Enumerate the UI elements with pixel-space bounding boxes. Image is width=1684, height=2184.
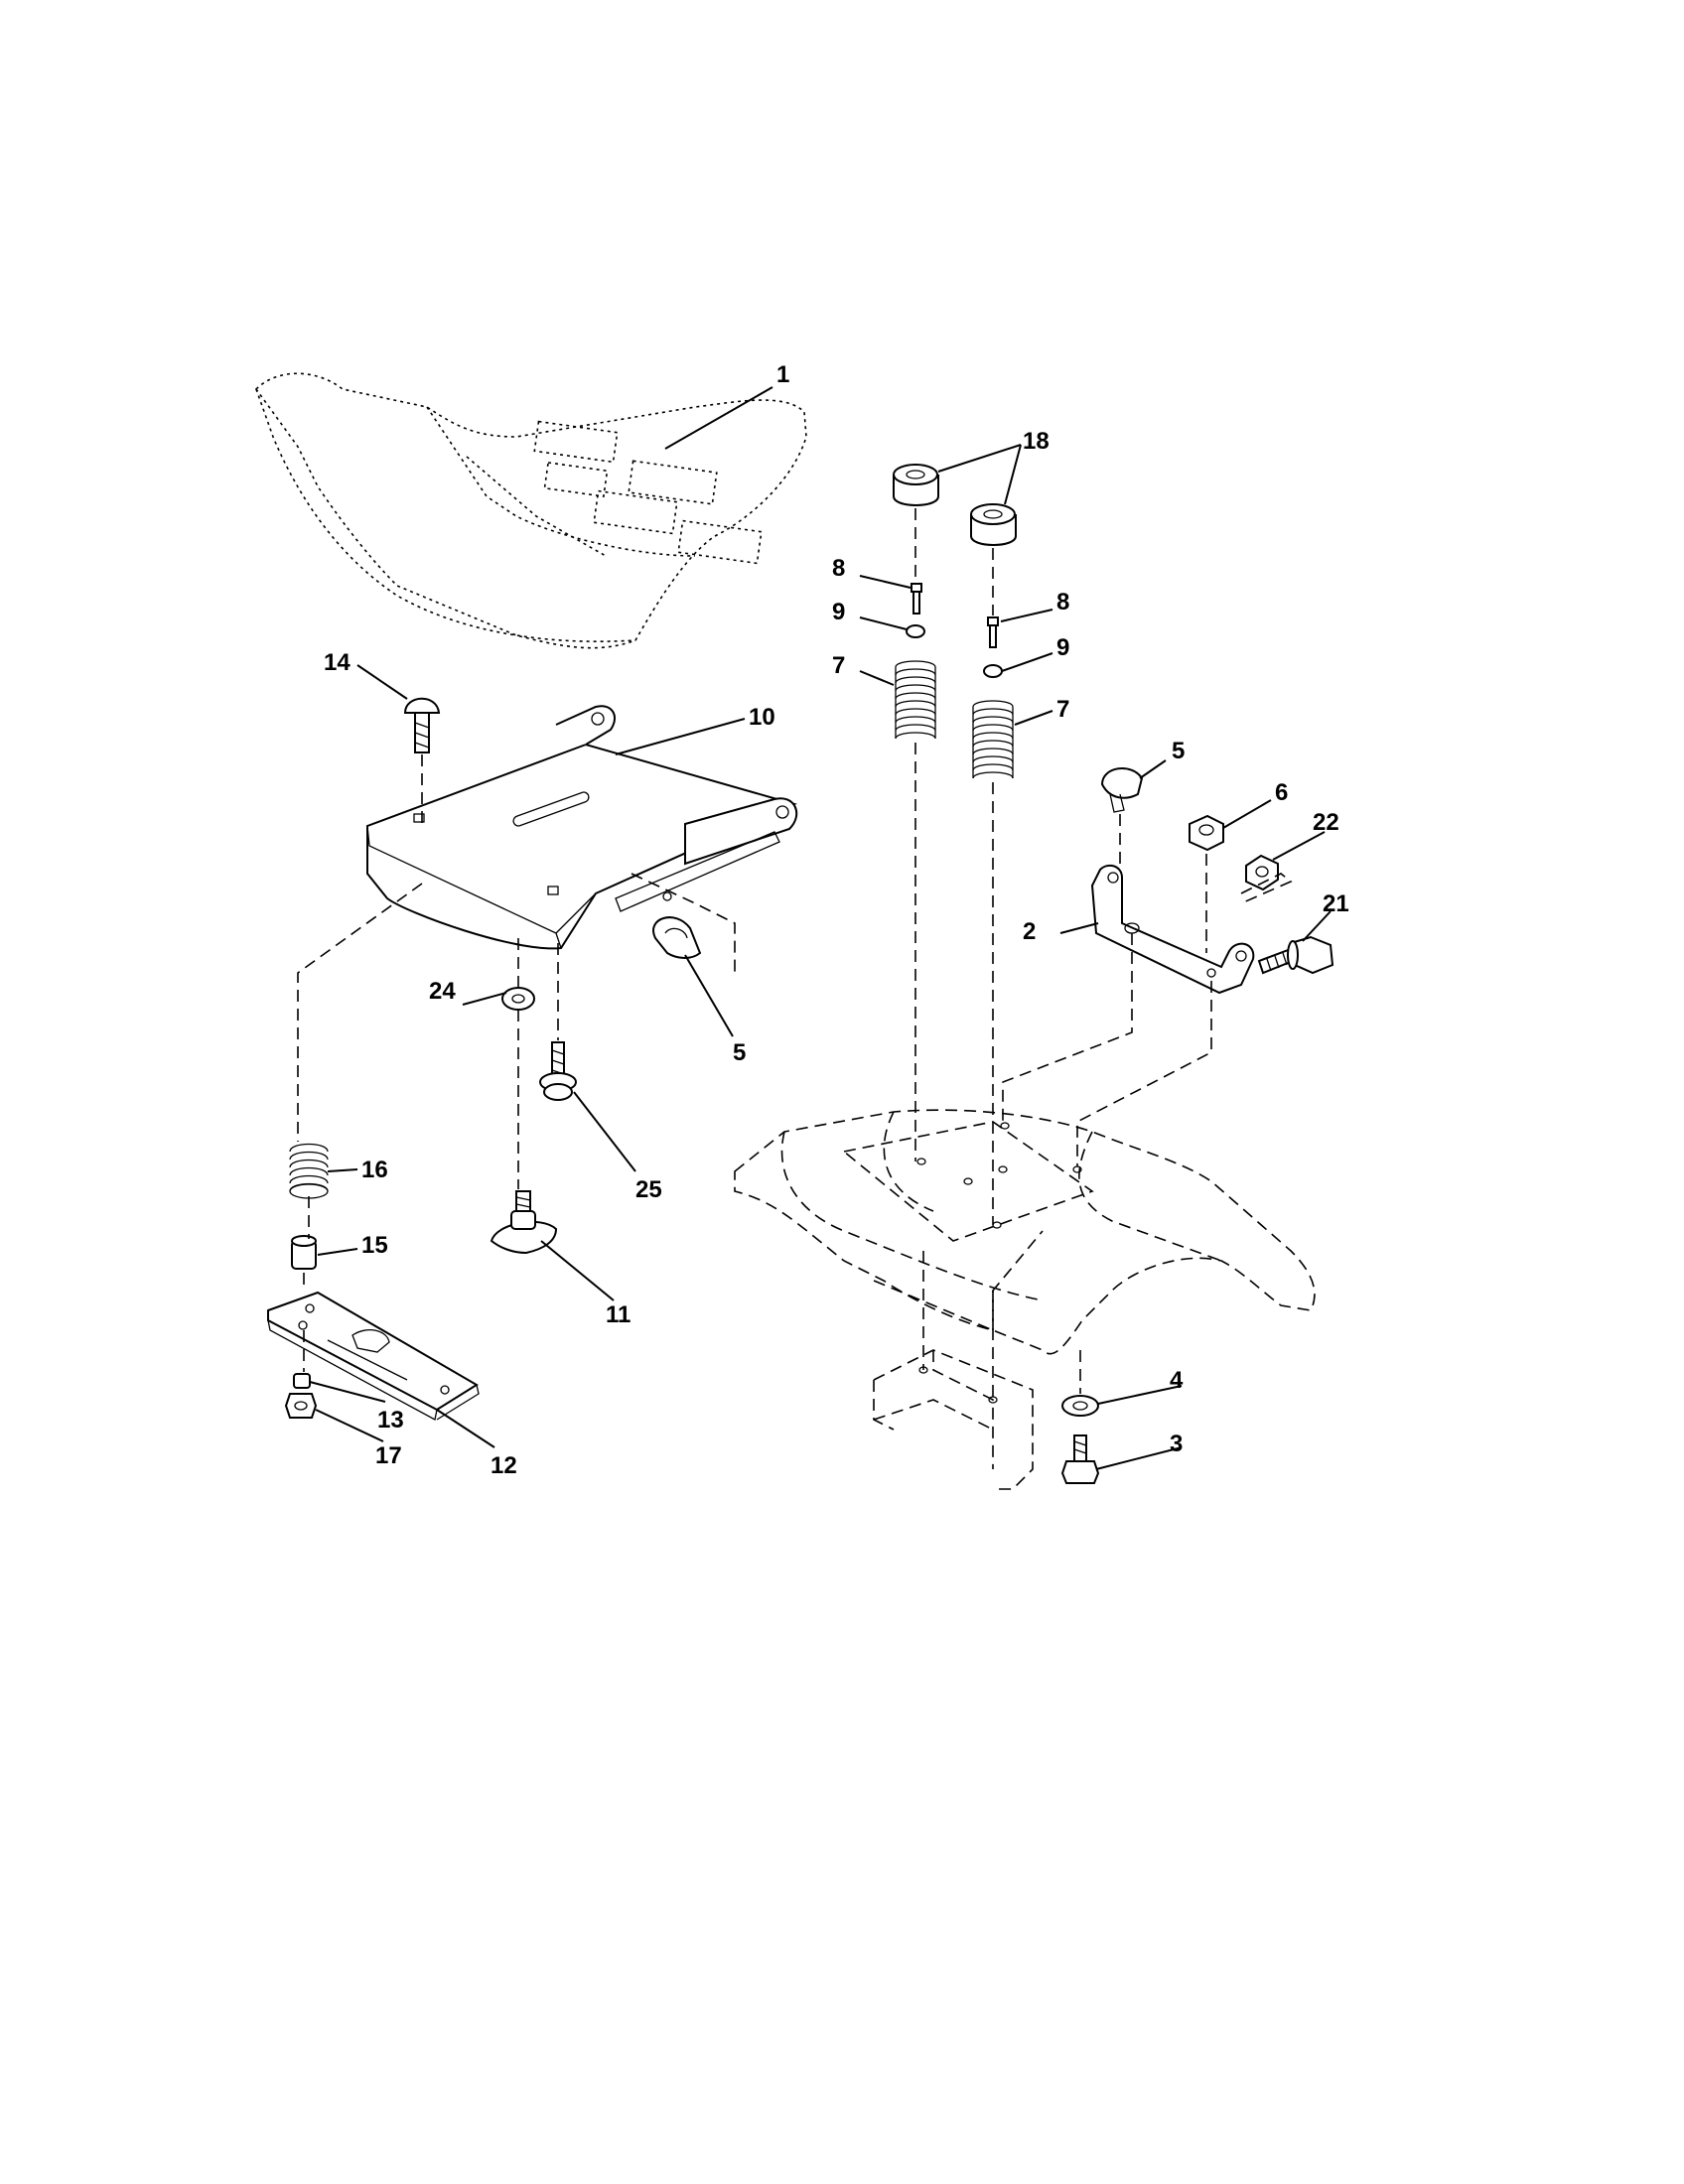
callout-24: 24 bbox=[429, 978, 456, 1005]
bolt-part bbox=[1257, 935, 1334, 975]
carriage-bolt-part bbox=[403, 697, 441, 753]
callout-7: 7 bbox=[832, 652, 845, 679]
alignment-lines bbox=[297, 508, 1293, 1400]
callout-4: 4 bbox=[1170, 1367, 1184, 1394]
seat-part bbox=[254, 372, 807, 649]
bolt-part bbox=[1060, 1434, 1100, 1484]
leader-9a bbox=[859, 616, 908, 630]
callout-16: 16 bbox=[361, 1157, 388, 1183]
washer-part bbox=[1061, 1395, 1099, 1417]
callout-21: 21 bbox=[1323, 890, 1349, 917]
callout-12: 12 bbox=[491, 1452, 517, 1479]
leader-14 bbox=[356, 664, 408, 700]
leader-9b bbox=[1001, 652, 1053, 672]
callout-11: 11 bbox=[606, 1301, 631, 1328]
leader-5b bbox=[1139, 759, 1167, 779]
callout-9: 9 bbox=[832, 599, 845, 625]
bracket-part bbox=[1090, 864, 1255, 995]
washer-part bbox=[983, 664, 1003, 678]
callout-7: 7 bbox=[1056, 696, 1069, 723]
tractor-frame-outline bbox=[734, 1109, 1316, 1355]
leader-8b bbox=[1000, 609, 1053, 622]
leader-10 bbox=[615, 718, 746, 755]
leader-17 bbox=[315, 1409, 384, 1442]
leader-7a bbox=[859, 670, 895, 686]
callout-8: 8 bbox=[1056, 589, 1069, 615]
spring-part bbox=[289, 1143, 329, 1199]
leader-6 bbox=[1222, 799, 1272, 829]
spring-part bbox=[972, 700, 1014, 779]
callout-6: 6 bbox=[1275, 779, 1288, 806]
callout-14: 14 bbox=[324, 649, 351, 676]
leader-24 bbox=[462, 992, 507, 1006]
shoulder-bolt-part bbox=[539, 1041, 577, 1101]
leader-5a bbox=[684, 954, 734, 1037]
callout-15: 15 bbox=[361, 1232, 388, 1259]
washer-part bbox=[906, 624, 925, 638]
callout-labels: 1 18 8 8 9 9 7 7 10 14 5 6 22 21 2 5 24 … bbox=[324, 361, 1349, 1479]
bushing-part bbox=[970, 503, 1017, 546]
callout-25: 25 bbox=[635, 1176, 662, 1203]
leader-2 bbox=[1059, 922, 1099, 934]
adjustment-knob-part bbox=[490, 1190, 558, 1255]
nut-part bbox=[1189, 814, 1224, 852]
leader-21 bbox=[1302, 910, 1332, 942]
leader-25 bbox=[573, 1091, 636, 1172]
bushing-part bbox=[893, 464, 939, 506]
callout-5: 5 bbox=[1172, 738, 1185, 764]
leader-16 bbox=[327, 1168, 358, 1172]
leader-12 bbox=[436, 1409, 495, 1448]
callout-17: 17 bbox=[375, 1442, 402, 1469]
leader-3 bbox=[1095, 1446, 1183, 1470]
slide-plate-part bbox=[267, 1291, 480, 1421]
callout-8: 8 bbox=[832, 555, 845, 582]
spacer-part bbox=[291, 1235, 317, 1270]
callout-10: 10 bbox=[749, 704, 775, 731]
callout-3: 3 bbox=[1170, 1431, 1183, 1457]
screw-part bbox=[911, 583, 922, 614]
callout-9: 9 bbox=[1056, 634, 1069, 661]
leader-1 bbox=[664, 386, 773, 450]
callout-1: 1 bbox=[776, 361, 789, 388]
leader-7b bbox=[1014, 710, 1053, 726]
lower-bracket-outline bbox=[873, 1349, 1034, 1490]
seat-pan-part bbox=[366, 705, 798, 950]
leader-4 bbox=[1097, 1385, 1183, 1405]
leader-18a bbox=[937, 444, 1022, 473]
nut-part bbox=[1245, 854, 1279, 891]
screw-part bbox=[987, 616, 999, 648]
leader-11 bbox=[540, 1240, 615, 1301]
wire-clip-part bbox=[652, 916, 702, 959]
leader-8a bbox=[859, 575, 912, 589]
nut-part bbox=[284, 1373, 318, 1419]
callout-5: 5 bbox=[733, 1039, 746, 1066]
callout-13: 13 bbox=[377, 1407, 404, 1433]
leader-22 bbox=[1272, 831, 1326, 861]
leader-18b bbox=[1004, 444, 1022, 505]
leader-15 bbox=[317, 1248, 358, 1256]
callout-22: 22 bbox=[1313, 809, 1339, 836]
leader-lines bbox=[309, 386, 1332, 1470]
callout-2: 2 bbox=[1023, 918, 1036, 945]
wire-clip-part bbox=[1100, 766, 1144, 813]
washer-part bbox=[501, 987, 535, 1011]
leader-13 bbox=[309, 1381, 386, 1403]
spring-part bbox=[895, 660, 936, 740]
callout-18: 18 bbox=[1023, 428, 1050, 455]
